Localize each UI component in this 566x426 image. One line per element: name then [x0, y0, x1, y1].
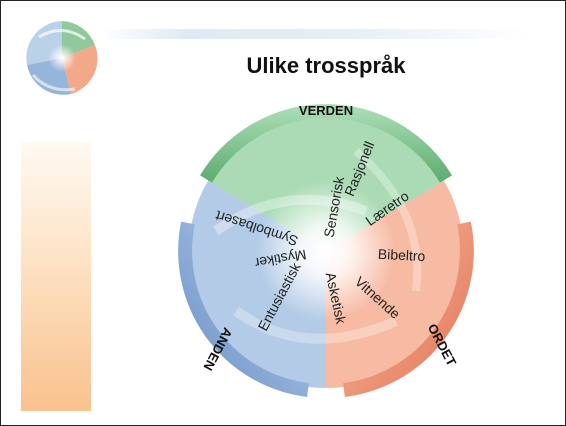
- side-gradient-bar: [21, 141, 91, 411]
- page-title: Ulike trosspråk: [246, 53, 406, 78]
- arc-anden: [178, 221, 309, 397]
- arc-label-verden: VERDEN: [299, 103, 353, 118]
- spoke-bibeltro: Bibeltro: [378, 246, 426, 264]
- logo-icon: [26, 21, 98, 95]
- faith-language-diagram: VERDEN ORDET ANDEN Sensorisk Rasjonell L…: [161, 91, 491, 411]
- header-band: [101, 29, 531, 39]
- arc-ordet: [343, 221, 474, 397]
- wheel-svg: VERDEN ORDET ANDEN Sensorisk Rasjonell L…: [178, 103, 474, 397]
- arc-verden: [200, 104, 452, 183]
